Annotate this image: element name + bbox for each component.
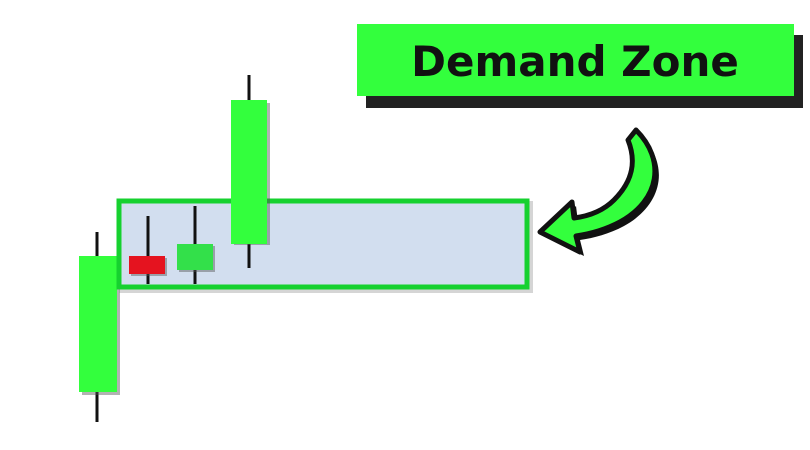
curved-arrow-icon: [537, 127, 659, 256]
demand-zone-label: Demand Zone: [357, 24, 803, 108]
candle-3: [177, 206, 215, 284]
candle-1: [79, 232, 120, 422]
candle-3-body: [177, 244, 213, 270]
label-box: [357, 24, 794, 96]
candle-4-body: [231, 100, 267, 244]
candle-2-body: [129, 256, 165, 274]
candle-2: [129, 216, 167, 284]
curved-arrow-body: [537, 127, 658, 255]
label-text: Demand Zone: [411, 37, 739, 86]
candle-1-body: [79, 256, 117, 392]
candle-4: [231, 75, 270, 268]
